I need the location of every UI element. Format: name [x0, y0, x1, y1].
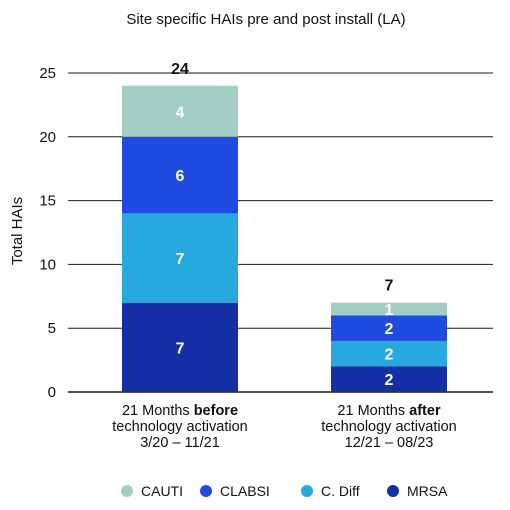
y-tick-label: 0 — [48, 384, 56, 401]
bars: 7 7 6 4 24 2 2 2 1 7 — [122, 61, 447, 392]
category-label-line: 3/20 – 11/21 — [140, 435, 220, 451]
legend-label: C. Diff — [321, 483, 360, 499]
bar-segment-label: 4 — [176, 104, 185, 121]
bar-segment-cauti — [331, 302, 447, 316]
legend-swatch — [121, 485, 133, 497]
bar-segment-clabsi — [331, 315, 447, 341]
bar-segment-label: 2 — [385, 321, 394, 338]
category-label-text: 21 Months — [122, 403, 194, 419]
category-label-emphasis: before — [194, 403, 238, 419]
category-label-line: 21 Months before — [122, 403, 238, 419]
bar-total-label: 7 — [385, 278, 394, 295]
y-tick-label: 10 — [39, 256, 56, 273]
y-tick-label: 15 — [39, 193, 56, 210]
y-tick-label: 5 — [48, 320, 56, 337]
category-label-line: technology activation — [112, 419, 247, 435]
bar-segment-label: 2 — [385, 372, 394, 389]
bar-total-label: 24 — [171, 61, 189, 78]
bar-segment-label: 2 — [385, 347, 394, 364]
category-label-line: 21 Months after — [337, 403, 441, 419]
y-tick-label: 25 — [39, 65, 56, 82]
legend-swatch — [200, 485, 212, 497]
category-label-emphasis: after — [409, 403, 441, 419]
y-axis-label: Total HAIs — [9, 197, 26, 265]
legend: CAUTI CLABSI C. Diff MRSA — [121, 483, 448, 499]
category-label-text: 3/20 – 11/21 — [140, 435, 220, 451]
legend-label: CAUTI — [141, 483, 183, 499]
legend-swatch — [387, 485, 399, 497]
legend-label: MRSA — [407, 483, 448, 499]
y-tick-label: 20 — [39, 129, 56, 146]
legend-label: CLABSI — [220, 483, 270, 499]
category-label-text: technology activation — [321, 419, 456, 435]
category-label-text: 21 Months — [337, 403, 409, 419]
bar-segment-label: 1 — [385, 302, 394, 319]
bar-segment-cauti — [122, 85, 238, 137]
bar-segment-label: 7 — [176, 251, 185, 268]
bar-segment-mrsa — [331, 366, 447, 392]
bar-segment-label: 7 — [176, 340, 185, 357]
bar-segment-c-diff — [331, 340, 447, 367]
category-label-line: technology activation — [321, 419, 456, 435]
bar-segment-mrsa — [122, 302, 238, 392]
y-axis-ticks: 0 5 10 15 20 25 — [39, 65, 56, 401]
category-label-line: 12/21 – 08/23 — [345, 435, 434, 451]
bar-segment-c-diff — [122, 213, 238, 303]
bar-segment-clabsi — [122, 136, 238, 214]
chart-title: Site specific HAIs pre and post install … — [126, 11, 405, 28]
bar-segment-label: 6 — [176, 168, 185, 185]
category-label-text: technology activation — [112, 419, 247, 435]
legend-swatch — [301, 485, 313, 497]
category-label-text: 12/21 – 08/23 — [345, 435, 434, 451]
